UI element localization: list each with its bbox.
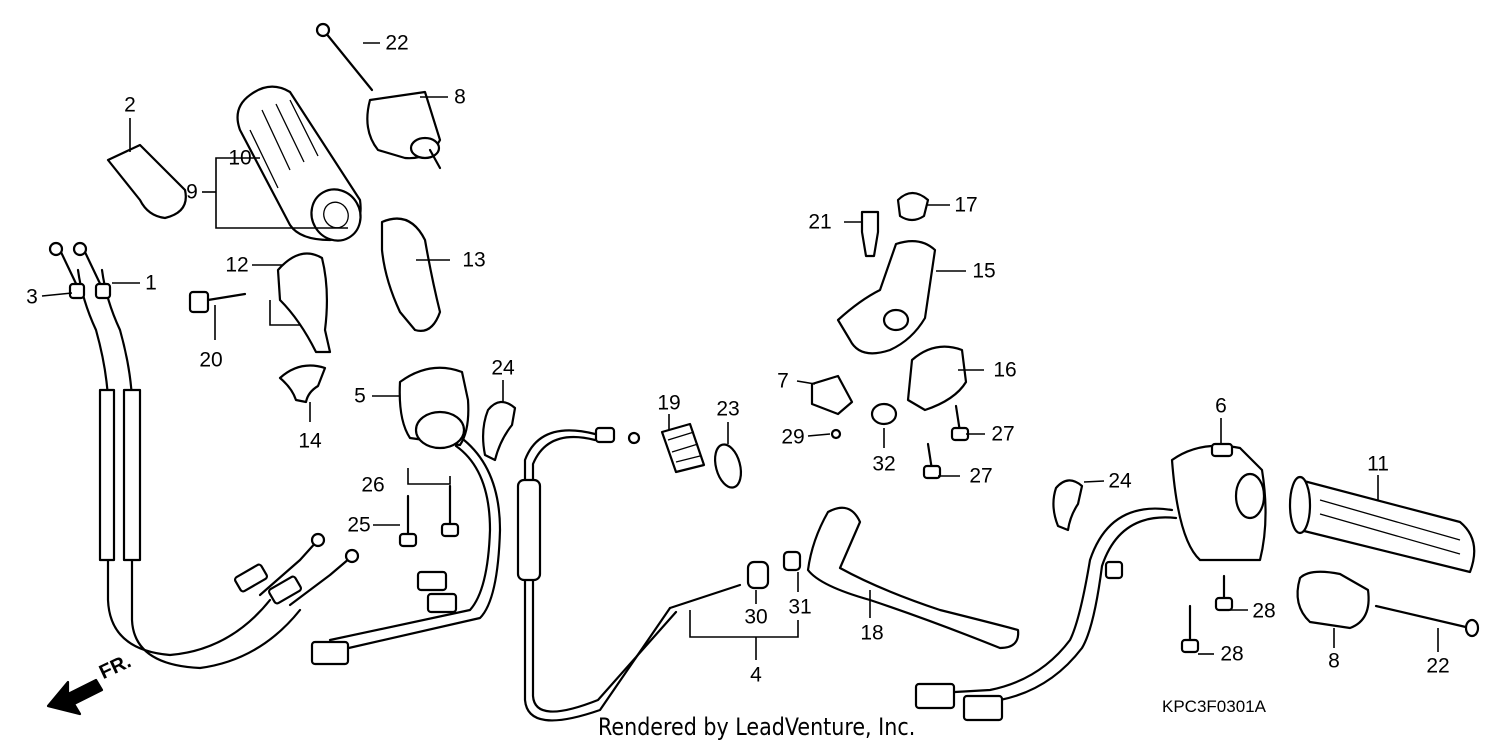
part-16-holder (906, 345, 968, 412)
callout-14: 14 (298, 429, 322, 453)
callout-19: 19 (657, 391, 681, 415)
leader-lines (41, 42, 1439, 660)
callout-32: 32 (872, 452, 896, 476)
callout-1: 1 (145, 271, 157, 295)
callout-29: 29 (781, 425, 805, 449)
part-23-nut (713, 443, 743, 489)
callout-13: 13 (462, 248, 486, 272)
part-17-cap (896, 191, 930, 222)
callout-7: 7 (777, 369, 789, 393)
callout-16: 16 (993, 358, 1017, 382)
part-7-switch (810, 374, 854, 416)
callout-30: 30 (744, 605, 768, 629)
part-24-clamp-right (1052, 479, 1084, 532)
callout-15: 15 (972, 259, 996, 283)
callout-24-left: 24 (491, 356, 515, 380)
part-19-adjuster (660, 422, 706, 474)
callout-8-right: 8 (1328, 649, 1340, 673)
part-24-clamp-left (481, 400, 517, 462)
callout-4: 4 (750, 663, 762, 687)
callout-11: 11 (1367, 452, 1389, 476)
callout-27-lower: 27 (969, 464, 993, 488)
part-21-pivot-bolt (860, 210, 880, 258)
callout-6: 6 (1215, 394, 1227, 418)
part-4-clutch-cable (516, 426, 742, 722)
screws-25-26 (398, 484, 460, 548)
callout-12: 12 (225, 253, 249, 277)
part-29-screw (830, 428, 842, 440)
part-2-cap (106, 143, 187, 220)
callout-8-top: 8 (454, 85, 466, 109)
part-6-switch-housing (914, 442, 1267, 722)
throttle-cables (48, 241, 360, 670)
callout-18: 18 (860, 621, 884, 645)
callout-23: 23 (716, 397, 740, 421)
part-13-housing (380, 217, 442, 332)
callout-2: 2 (124, 93, 136, 117)
callout-17: 17 (954, 193, 978, 217)
callout-21: 21 (808, 210, 832, 234)
screws-28 (1180, 574, 1234, 654)
callout-26: 26 (361, 473, 385, 497)
part-14-guide (278, 364, 327, 404)
callout-27-upper: 27 (991, 422, 1015, 446)
callout-10: 10 (228, 146, 252, 170)
callout-28-upper: 28 (1252, 599, 1276, 623)
front-arrow (46, 678, 104, 716)
callout-22-top: 22 (385, 31, 409, 55)
part-31-nut (782, 550, 802, 572)
part-18-lever (806, 506, 1020, 650)
part-5-switch-housing (310, 366, 502, 666)
callout-24-right: 24 (1108, 469, 1132, 493)
part-20-bolt (188, 290, 247, 314)
credit-text: Rendered by LeadVenture, Inc. (598, 713, 916, 741)
part-15-bracket (836, 239, 937, 355)
callout-25: 25 (347, 513, 371, 537)
part-8-bar-end-top (315, 22, 442, 170)
part-12-housing (276, 252, 332, 354)
callout-20: 20 (199, 348, 223, 372)
callout-5: 5 (354, 384, 366, 408)
screws-27 (922, 404, 970, 480)
callout-9: 9 (186, 180, 198, 204)
callout-28-lower: 28 (1220, 642, 1244, 666)
diagram-code: KPC3F0301A (1162, 697, 1266, 716)
part-32-grommet (870, 402, 898, 426)
part-10-throttle-grip (236, 85, 362, 242)
part-8-bar-end-right (1296, 570, 1480, 638)
callout-3: 3 (26, 285, 38, 309)
part-30-nut (746, 560, 770, 590)
part-11-grip (1288, 475, 1476, 574)
callout-31: 31 (788, 595, 812, 619)
callout-22-right: 22 (1426, 654, 1450, 678)
